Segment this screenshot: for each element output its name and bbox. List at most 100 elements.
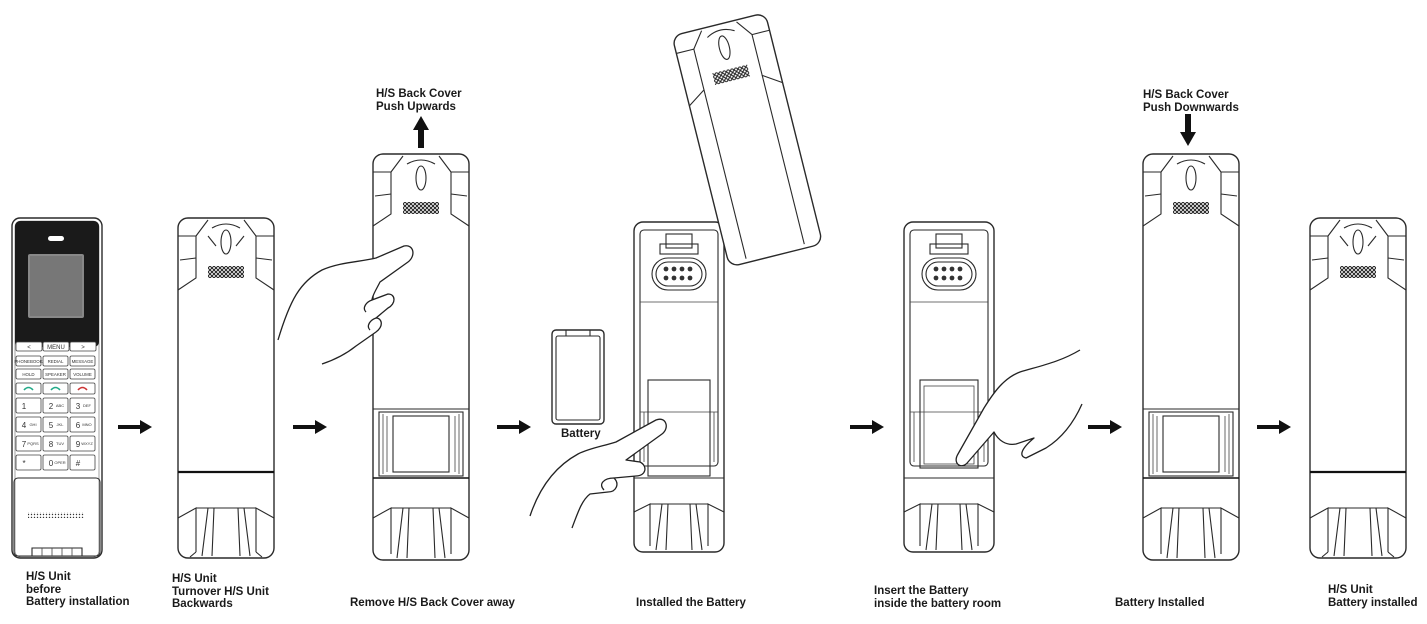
function-key: PHONEBOOK <box>14 355 43 367</box>
label-step-4-line-1: Installed the Battery <box>636 597 746 609</box>
callout-push-up-line-1: H/S Back Cover <box>376 88 462 100</box>
digit-key-letters: MNO <box>82 422 91 427</box>
digit-key-letters: JKL <box>57 422 65 427</box>
function-key-label: SPEAKER <box>45 372 66 377</box>
arrow-right-3 <box>497 420 531 434</box>
label-step-3-line-1: Remove H/S Back Cover away <box>350 597 515 609</box>
digit-key-number: 9 <box>76 440 81 449</box>
function-key: VOLUME <box>69 368 96 380</box>
call-key <box>15 382 42 395</box>
arrow-right-6 <box>1257 420 1291 434</box>
hand-icon-push <box>955 349 1083 467</box>
label-step-3: Remove H/S Back Cover away <box>350 597 515 610</box>
digit-key-letters: ABC <box>56 403 64 408</box>
label-step-2-line-3: Backwards <box>172 598 233 610</box>
handset-back-turned <box>176 216 276 560</box>
callout-battery: Battery <box>561 428 601 440</box>
function-key-label: REDIAL <box>48 359 64 364</box>
digit-key-letters: TUV <box>56 441 64 446</box>
function-key: MESSAGE <box>69 355 96 367</box>
arrow-right-5 <box>1088 420 1122 434</box>
callout-push-down-line-1: H/S Back Cover <box>1143 89 1229 101</box>
digit-key-letters: PQRS <box>27 441 39 446</box>
arrow-right-1 <box>118 420 152 434</box>
digit-key-number: 2 <box>49 402 54 411</box>
function-key: HOLD <box>15 368 42 380</box>
label-step-6: Battery Installed <box>1115 597 1204 610</box>
label-step-2-line-1: H/S Unit <box>172 573 217 585</box>
handset-battery-installed <box>1308 216 1408 560</box>
function-key: SPEAKER <box>42 368 69 380</box>
nav-key-label: > <box>81 345 85 351</box>
function-key-label: VOLUME <box>73 372 92 377</box>
handset-open-body-2 <box>903 221 995 553</box>
function-key-label: PHONEBOOK <box>14 359 42 364</box>
callout-push-up: H/S Back Cover Push Upwards <box>376 88 462 113</box>
digit-key-number: 8 <box>49 440 54 449</box>
digit-key-number: 4 <box>22 421 27 430</box>
function-key-label: HOLD <box>22 372 34 377</box>
digit-key-letters: GHI <box>29 422 36 427</box>
digit-key-letters: WXYZ <box>81 441 93 446</box>
label-step-7-line-1: H/S Unit <box>1328 584 1373 596</box>
digit-key-number: # <box>76 459 81 468</box>
battery-pack <box>551 329 605 425</box>
label-step-5-line-1: Insert the Battery <box>874 585 969 597</box>
label-step-7-line-2: Battery installed <box>1328 596 1418 609</box>
function-key: REDIAL <box>42 355 69 367</box>
digit-key-number: 6 <box>76 421 81 430</box>
digit-key: 1 <box>15 397 42 414</box>
label-step-1-line-3: Battery installation <box>26 596 130 608</box>
arrow-up-icon <box>413 116 429 148</box>
label-step-1-line-2: before <box>26 583 62 596</box>
label-step-7: H/S Unit Battery installed <box>1328 584 1417 609</box>
label-step-2: H/S Unit Turnover H/S Unit Backwards <box>172 573 269 611</box>
digit-key: * <box>15 454 42 471</box>
nav-key: > <box>69 341 97 352</box>
function-key-label: MESSAGE <box>72 359 94 364</box>
digit-key-number: 7 <box>22 440 27 449</box>
call-key <box>42 382 69 395</box>
end-call-key <box>69 382 96 395</box>
label-step-4: Installed the Battery <box>636 597 746 610</box>
handset-back-push-down <box>1142 153 1240 561</box>
digit-key: # <box>69 454 96 471</box>
digit-key-number: * <box>22 459 25 468</box>
callout-push-up-line-2: Push Upwards <box>376 100 456 113</box>
arrow-down-icon <box>1180 114 1196 146</box>
label-step-2-line-2: Turnover H/S Unit <box>172 585 269 598</box>
digit-key-letters: OPER <box>54 460 65 465</box>
digit-key-number: 0 <box>49 459 54 468</box>
nav-key-label: MENU <box>47 345 65 351</box>
arrow-right-2 <box>293 420 327 434</box>
callout-push-down-line-2: Push Downwards <box>1143 101 1239 114</box>
label-step-5: Insert the Battery inside the battery ro… <box>874 585 1001 610</box>
front-handset: < MENU > PHONEBOOK REDIAL MESSAGE HOLD SPEAKER… <box>11 217 103 559</box>
nav-key: < <box>15 341 43 352</box>
removed-back-cover <box>673 14 822 266</box>
hand-icon <box>277 245 414 365</box>
label-step-6-line-1: Battery Installed <box>1115 597 1205 609</box>
digit-key-letters: DEF <box>83 403 92 408</box>
nav-key: MENU <box>42 341 70 352</box>
hand-icon-insert <box>529 418 667 529</box>
callout-push-down: H/S Back Cover Push Downwards <box>1143 89 1239 114</box>
label-step-1-line-1: H/S Unit <box>26 571 71 583</box>
handset-back-push-up <box>372 153 470 561</box>
digit-key-number: 5 <box>49 421 54 430</box>
arrow-right-4 <box>850 420 884 434</box>
digit-key-number: 3 <box>76 402 81 411</box>
digit-key-number: 1 <box>22 402 27 411</box>
label-step-5-line-2: inside the battery room <box>874 597 1002 610</box>
label-step-1: H/S Unit before Battery installation <box>26 571 130 609</box>
